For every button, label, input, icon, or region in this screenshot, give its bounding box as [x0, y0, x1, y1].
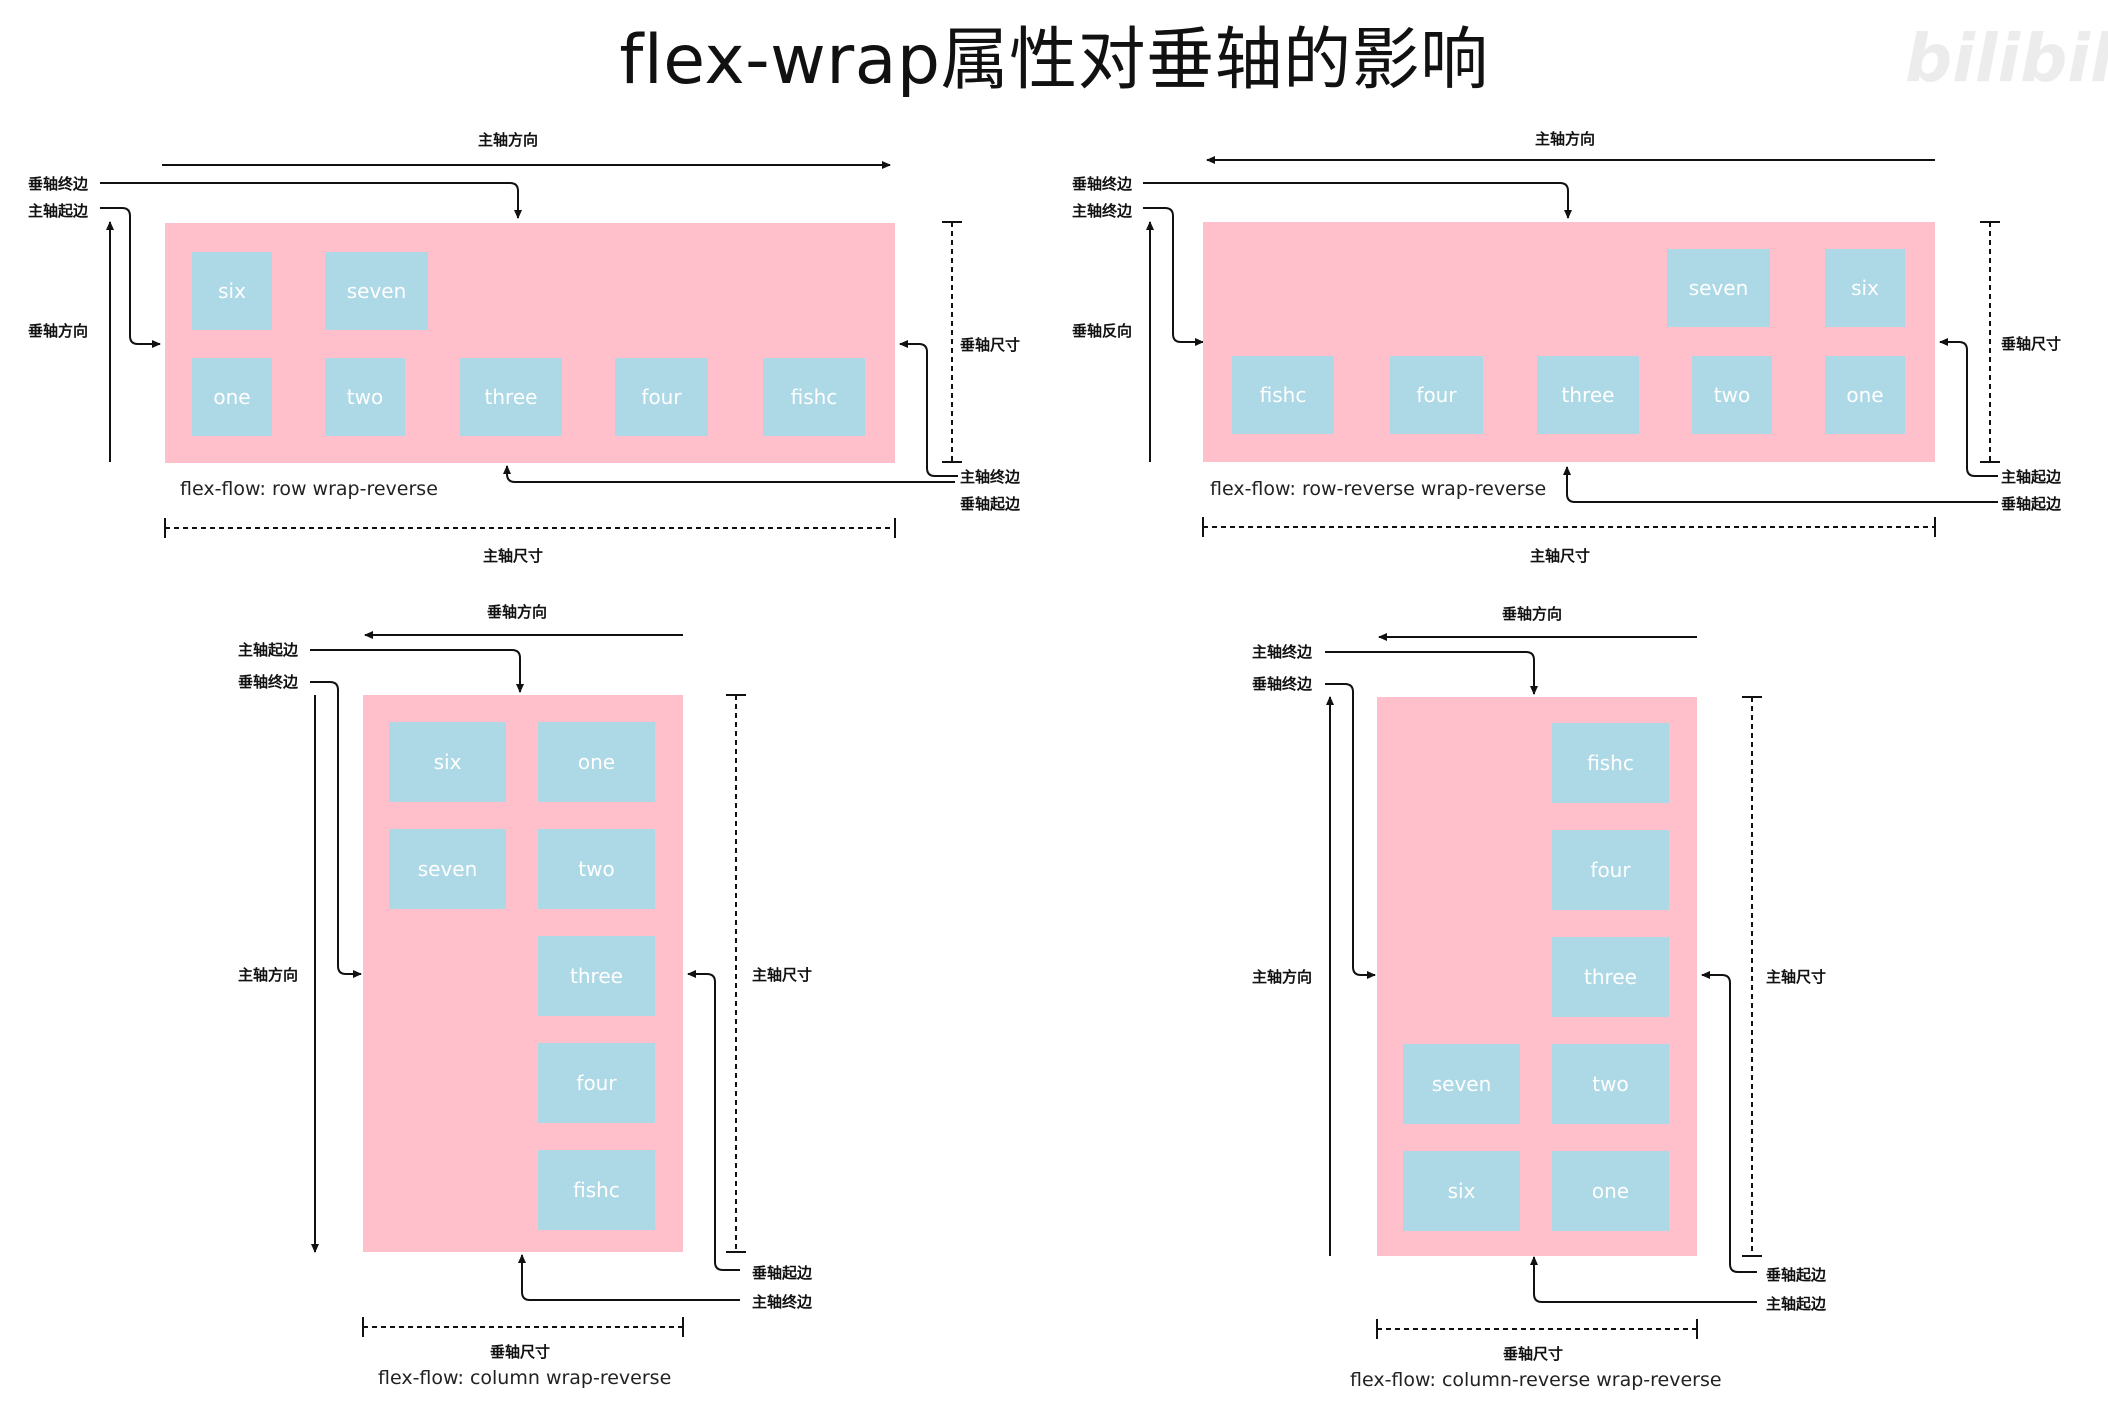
flex-item: seven	[389, 829, 506, 909]
flex-item: seven	[325, 252, 428, 330]
flex-item: two	[1552, 1044, 1669, 1124]
bilibili-watermark-logo: bilibili	[1905, 20, 2108, 97]
label-left-1: 主轴起边	[238, 641, 299, 659]
flex-item: three	[538, 936, 655, 1016]
flex-item: six	[389, 722, 506, 802]
flex-item: one	[1552, 1151, 1669, 1231]
flex-item: one	[1825, 356, 1905, 434]
label-cross-size: 垂轴尺寸	[490, 1343, 551, 1361]
flex-item: six	[192, 252, 272, 330]
flex-item: fishc	[1552, 723, 1669, 803]
label-left-1: 垂轴终边	[28, 175, 89, 193]
flex-item: six	[1403, 1151, 1520, 1231]
flex-item: two	[1692, 356, 1772, 434]
flex-item: three	[460, 358, 562, 436]
label-right-2: 垂轴起边	[2001, 495, 2062, 513]
label-left-2: 主轴起边	[28, 202, 89, 220]
page-title: flex-wrap属性对垂轴的影响	[619, 21, 1489, 100]
label-main-size: 主轴尺寸	[752, 966, 813, 984]
label-right-1: 主轴终边	[960, 468, 1021, 486]
label-cross-direction: 垂轴方向	[1502, 605, 1563, 623]
label-main-direction: 主轴方向	[238, 966, 299, 984]
flex-flow-caption: flex-flow: column wrap-reverse	[378, 1367, 672, 1389]
label-left-1: 主轴终边	[1252, 643, 1313, 661]
label-main-direction: 主轴方向	[1252, 968, 1313, 986]
flex-item: four	[1552, 830, 1669, 910]
label-right-2: 主轴起边	[1766, 1295, 1827, 1313]
flex-item: seven	[1403, 1044, 1520, 1124]
label-cross-direction: 垂轴方向	[28, 322, 89, 340]
flex-item: three	[1537, 356, 1639, 434]
label-main-direction: 主轴方向	[478, 131, 539, 149]
label-cross-direction: 垂轴方向	[487, 603, 548, 621]
label-left-2: 主轴终边	[1072, 202, 1133, 220]
label-left-1: 垂轴终边	[1072, 175, 1133, 193]
flex-item: four	[615, 358, 708, 436]
flex-item: fishc	[1232, 356, 1334, 434]
flex-item: four	[538, 1043, 655, 1123]
flex-item: two	[325, 358, 405, 436]
label-main-direction: 主轴方向	[1535, 130, 1596, 148]
label-cross-size: 垂轴尺寸	[2001, 335, 2062, 353]
flex-flow-caption: flex-flow: row wrap-reverse	[180, 478, 438, 500]
flex-item: two	[538, 829, 655, 909]
flex-item: seven	[1667, 249, 1770, 327]
flex-item: fishc	[538, 1150, 655, 1230]
label-main-size: 主轴尺寸	[1766, 968, 1827, 986]
label-right-1: 垂轴起边	[1766, 1266, 1827, 1284]
label-cross-direction: 垂轴反向	[1072, 322, 1133, 340]
flex-flow-caption: flex-flow: column-reverse wrap-reverse	[1350, 1369, 1722, 1391]
label-cross-size: 垂轴尺寸	[1503, 1345, 1564, 1363]
label-right-1: 垂轴起边	[752, 1264, 813, 1282]
label-left-2: 垂轴终边	[1252, 675, 1313, 693]
flex-item: six	[1825, 249, 1905, 327]
label-right-2: 垂轴起边	[960, 495, 1021, 513]
flex-item: three	[1552, 937, 1669, 1017]
label-main-size: 主轴尺寸	[1530, 547, 1591, 565]
flex-item: one	[538, 722, 655, 802]
flex-item: one	[192, 358, 272, 436]
label-left-2: 垂轴终边	[238, 673, 299, 691]
label-main-size: 主轴尺寸	[483, 547, 544, 565]
flex-flow-caption: flex-flow: row-reverse wrap-reverse	[1210, 478, 1547, 500]
label-right-2: 主轴终边	[752, 1293, 813, 1311]
flex-item: four	[1390, 356, 1483, 434]
label-cross-size: 垂轴尺寸	[960, 336, 1021, 354]
label-right-1: 主轴起边	[2001, 468, 2062, 486]
flex-item: fishc	[763, 358, 865, 436]
